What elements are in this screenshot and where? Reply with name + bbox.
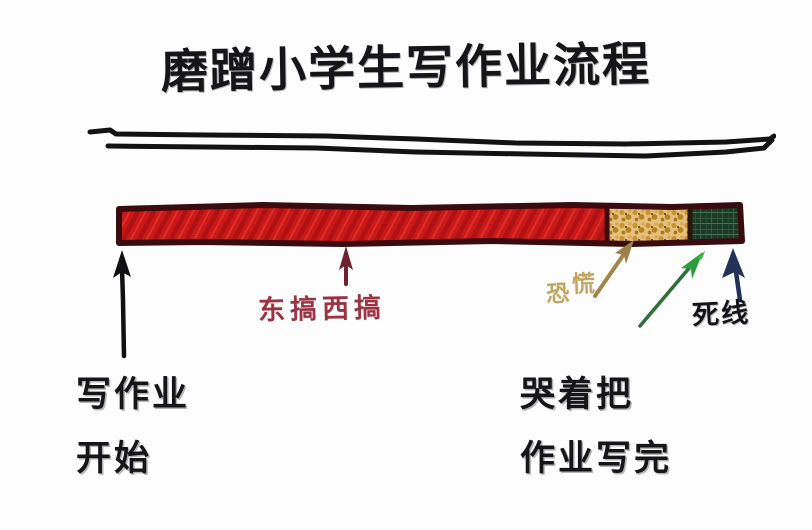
caption-start-line-1: 写作业	[76, 375, 191, 415]
caption-finish-line-2: 作业写完	[520, 439, 673, 479]
bar-segments	[119, 205, 742, 244]
title-underline-rule	[87, 127, 776, 159]
label-panic-char-1: 恐	[545, 281, 573, 308]
label-procrastination: 东搞西搞	[257, 292, 387, 327]
arrow-start	[113, 250, 131, 359]
segment-deadline	[690, 205, 742, 244]
caption-start-line-2: 开始	[76, 439, 153, 479]
progress-bar	[116, 202, 745, 247]
bar-outline	[116, 202, 745, 247]
segment-panic	[607, 205, 690, 244]
label-deadline: 死线	[691, 297, 751, 332]
segment-procrastination	[119, 205, 607, 244]
label-panic: 恐慌	[545, 267, 599, 308]
caption-finish-line-1: 哭着把	[520, 375, 635, 415]
label-panic-char-2: 慌	[571, 271, 599, 298]
page-title: 磨蹭小学生写作业流程	[160, 37, 652, 100]
